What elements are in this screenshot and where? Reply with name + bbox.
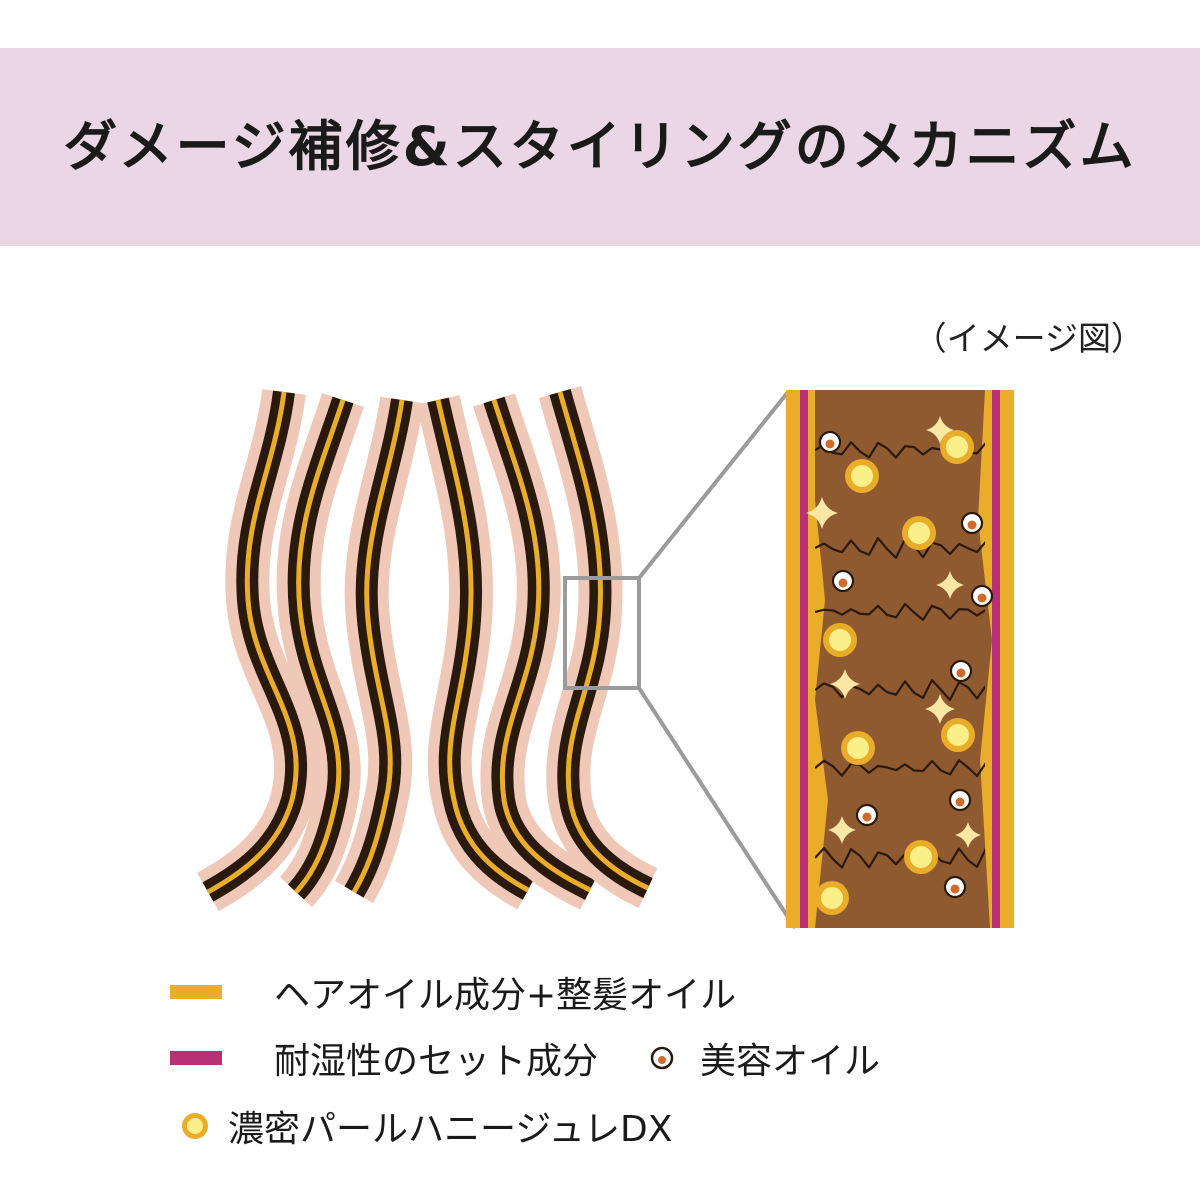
pearl-particle xyxy=(823,623,857,657)
pearl-circle-icon xyxy=(182,1113,208,1139)
legend-label-set: 耐湿性のセット成分 xyxy=(274,1041,599,1082)
image-note: （イメージ図） xyxy=(913,319,1144,358)
legend-item-pearl: 濃密パールハニージュレDX xyxy=(180,1100,672,1152)
hair-strand xyxy=(334,396,424,904)
beauty-oil-droplet xyxy=(855,803,879,827)
hair-oil-line xyxy=(351,399,405,894)
beauty-oil-droplet xyxy=(818,430,842,454)
damage-cracks xyxy=(815,441,985,869)
beauty-oil-droplet xyxy=(948,788,972,812)
sparkle-icon xyxy=(936,571,964,599)
pearl-particle xyxy=(841,731,875,765)
title-banner: ダメージ補修&スタイリングのメカニズム xyxy=(0,48,1200,246)
hair-strand xyxy=(473,393,600,910)
beauty-oil-droplet xyxy=(949,659,973,683)
hair-cortex xyxy=(815,390,992,928)
hair-strand xyxy=(197,388,319,912)
pearl-particle xyxy=(941,718,975,752)
pearl-particle xyxy=(815,881,849,915)
legend-item-set: 耐湿性のセット成分 xyxy=(170,1032,598,1084)
legend-item-beauty-oil: 美容オイル xyxy=(650,1032,880,1084)
pearl-particle xyxy=(845,459,879,493)
beauty-oil-droplet xyxy=(943,875,967,899)
hair-cross-section xyxy=(786,390,1014,928)
gold-bar-swatch xyxy=(170,985,222,999)
hair-oil-line xyxy=(491,399,592,893)
pearl-particle xyxy=(940,430,974,464)
hair-strand xyxy=(416,395,539,910)
hair-oil-line xyxy=(294,399,346,894)
magnifier-box xyxy=(563,576,641,690)
pearl-particle xyxy=(904,840,938,874)
hair-oil-line xyxy=(557,391,650,891)
damage-crack xyxy=(815,536,985,559)
sparkle-icon xyxy=(830,669,860,699)
damage-crack xyxy=(815,759,985,778)
magenta-bar-swatch xyxy=(170,1051,222,1065)
beauty-oil-droplet xyxy=(960,511,984,535)
damage-crack xyxy=(815,602,985,621)
beauty-oil-droplet xyxy=(970,584,994,608)
zoom-line-top xyxy=(637,390,790,580)
legend-label-pearl: 濃密パールハニージュレDX xyxy=(228,1109,673,1150)
page-title: ダメージ補修&スタイリングのメカニズム xyxy=(63,115,1137,178)
hair-strand xyxy=(538,386,658,908)
beauty-oil-droplet xyxy=(831,569,855,593)
sparkle-icon xyxy=(955,822,981,848)
damage-crack xyxy=(815,847,985,869)
sparkle-icon xyxy=(806,497,838,529)
legend-item-oil: ヘアオイル成分+整髪オイル xyxy=(170,966,736,1018)
oil-droplet-icon xyxy=(650,1046,674,1070)
particles xyxy=(806,416,994,915)
hair-oil-line xyxy=(435,399,530,893)
damage-crack xyxy=(815,678,985,702)
sparkle-icon xyxy=(926,416,954,444)
hair-strands xyxy=(197,386,658,912)
sparkle-icon xyxy=(828,816,856,844)
zoom-line-bottom xyxy=(637,686,797,930)
legend-label-beauty-oil: 美容オイル xyxy=(700,1041,881,1082)
hair-strand xyxy=(276,393,364,908)
legend-label-oil: ヘアオイル成分+整髪オイル xyxy=(274,975,737,1016)
hair-oil-line xyxy=(206,391,299,895)
sparkle-icon xyxy=(925,694,955,724)
pearl-particle xyxy=(902,516,936,550)
